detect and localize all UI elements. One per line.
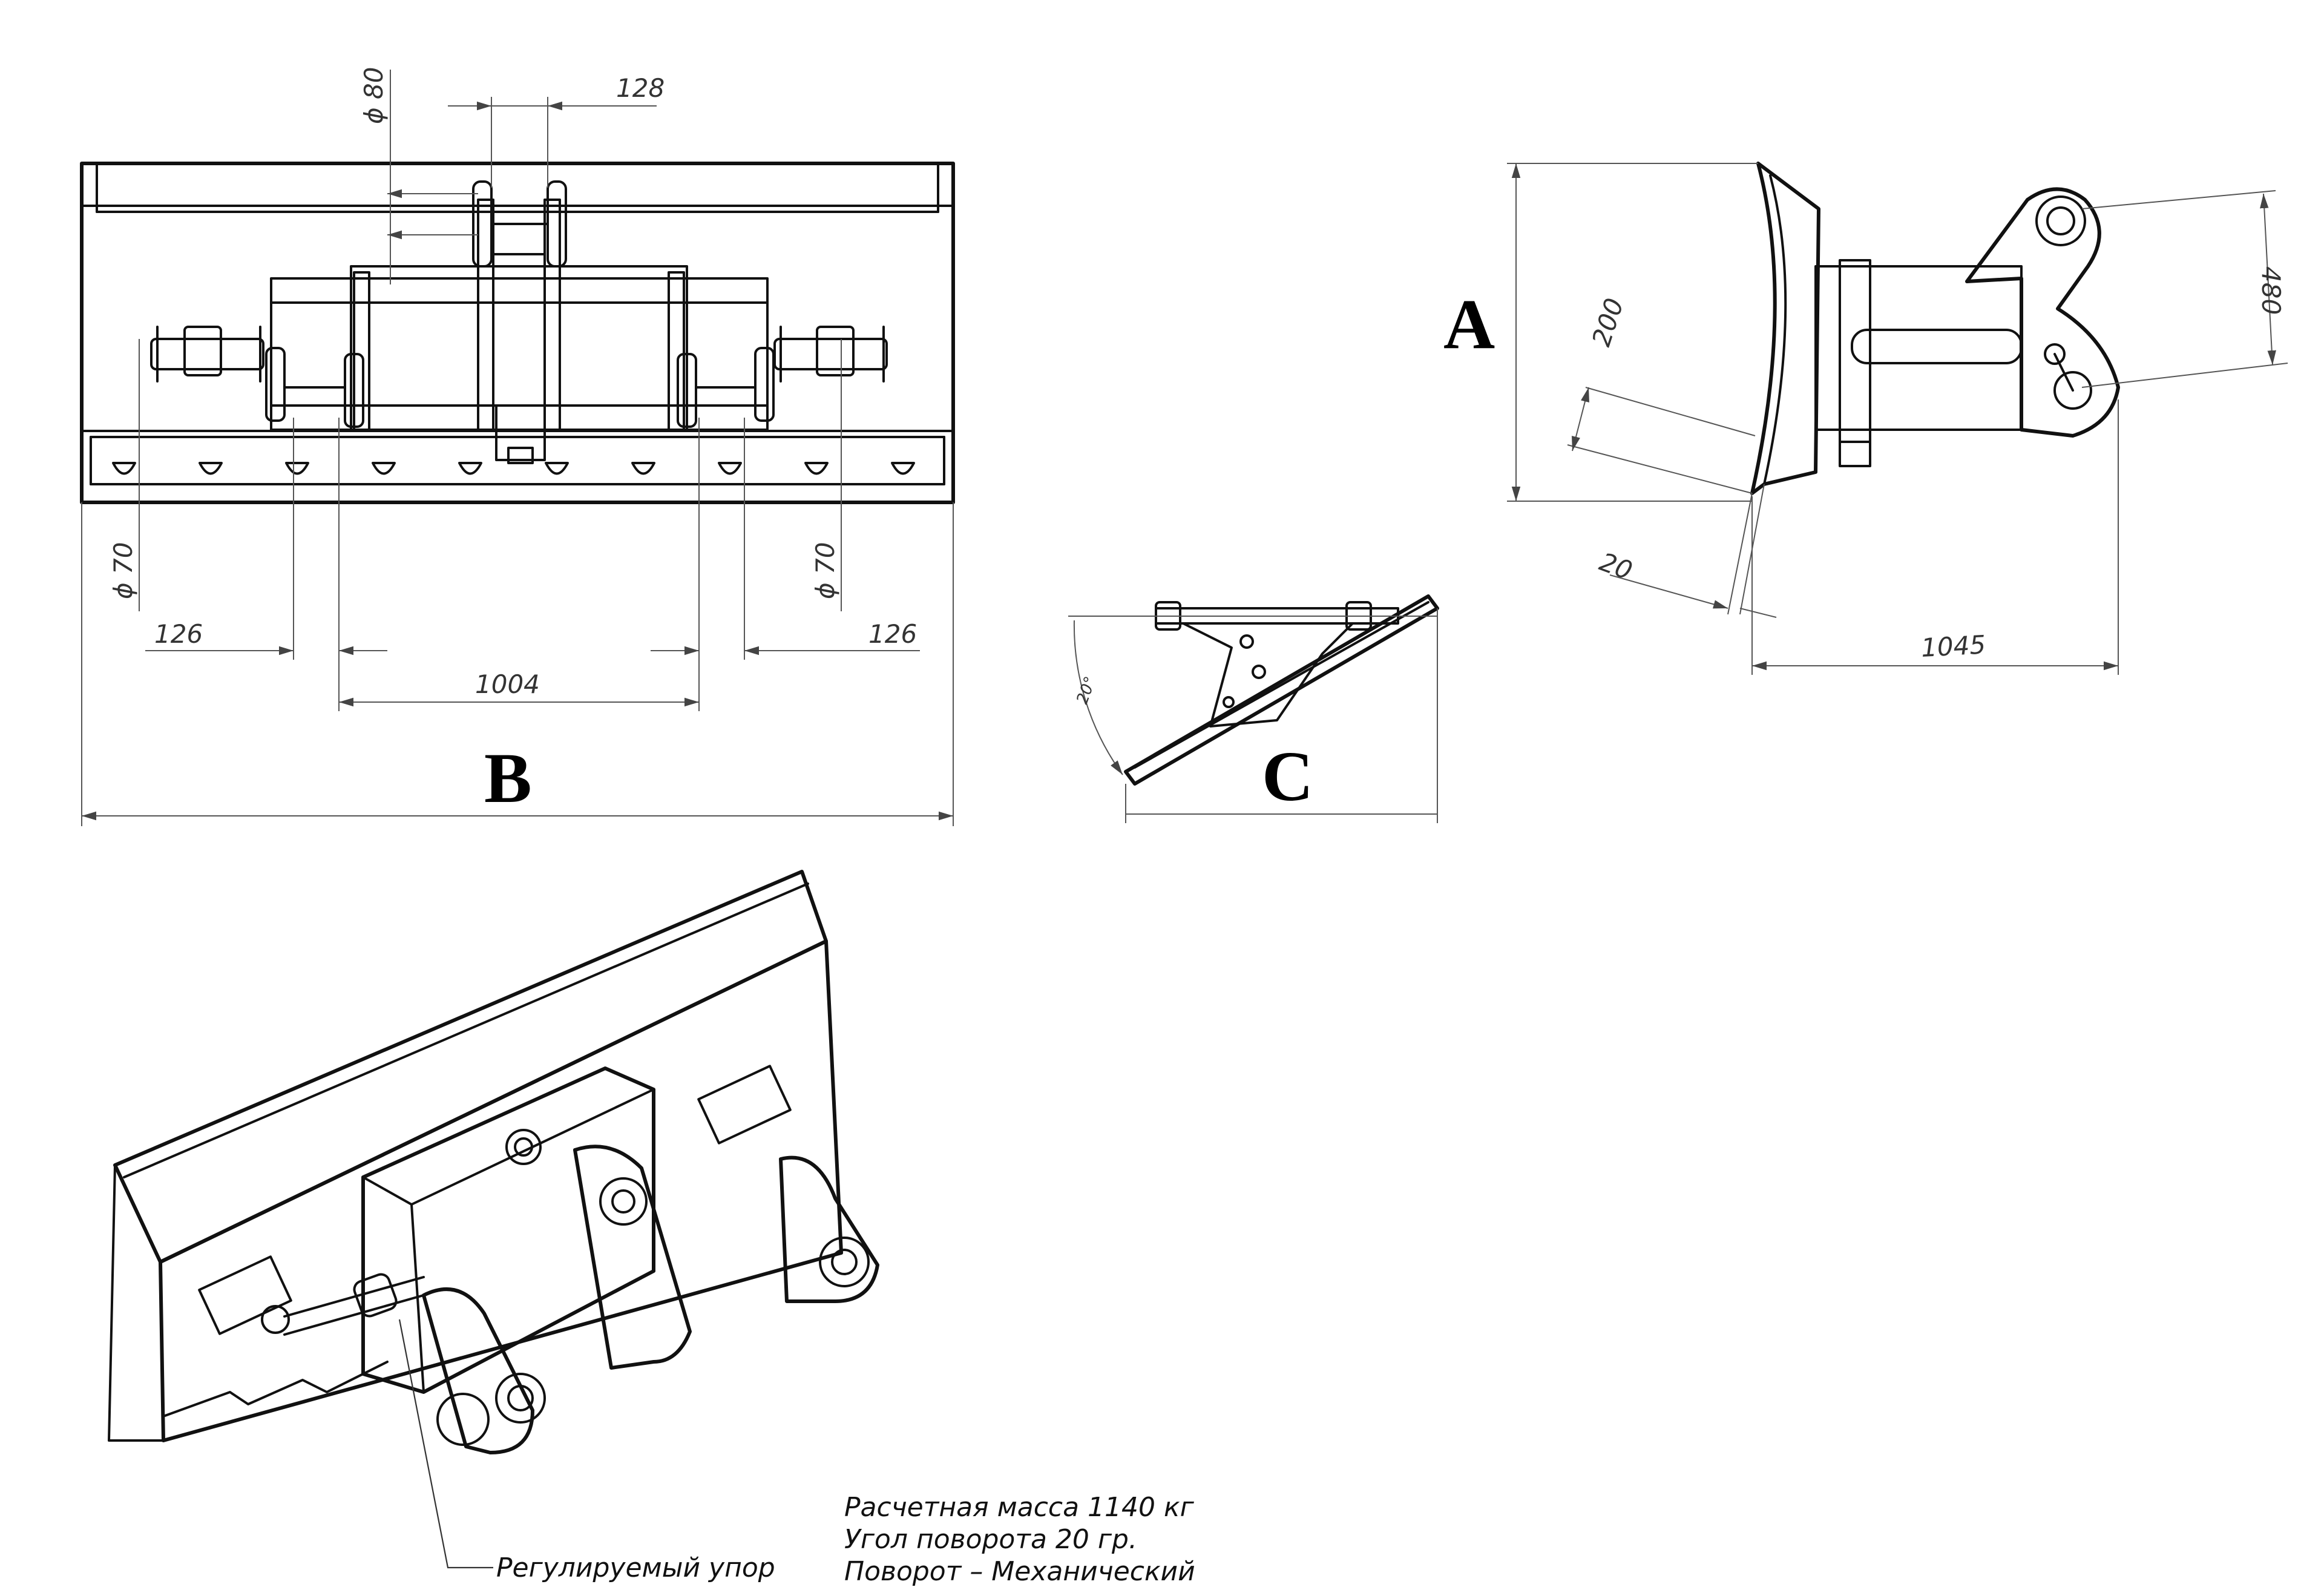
- top-view: 20° C: [1068, 594, 1439, 823]
- edge-bolt-icon: [545, 462, 569, 475]
- adjustable-stop-callout: Регулируемый упор: [496, 1552, 775, 1583]
- edge-bolt-icon: [285, 462, 309, 475]
- edge-bolt-icon: [718, 462, 742, 475]
- edge-bolt-icon: [804, 462, 829, 475]
- side-view: 200 20 480 1045 A: [1443, 162, 2288, 675]
- depth-label: 1045: [1920, 629, 1986, 663]
- mount-height-label: 480: [2256, 266, 2286, 315]
- edge-thickness-label: 20: [1596, 547, 1636, 585]
- edge-bolt-icon: [891, 462, 915, 475]
- pivot-diameter-left-label: ϕ 70: [108, 542, 138, 600]
- edge-bolt-icon: [199, 462, 223, 475]
- spec-rotation-type: Поворот – Механический: [844, 1556, 1195, 1587]
- edge-bolt-icon: [112, 462, 136, 475]
- front-view: ϕ 80 128 ϕ 70 ϕ 70 126 126 1004 B: [80, 67, 955, 826]
- spec-notes: Расчетная масса 1140 кг Угол поворота 20…: [844, 1492, 1195, 1587]
- edge-bolt-icon: [458, 462, 482, 475]
- view-label-c: C: [1262, 737, 1313, 816]
- edge-bolt-icon: [372, 462, 396, 475]
- isometric-view: Регулируемый упор: [108, 870, 879, 1583]
- spec-mass: Расчетная масса 1140 кг: [844, 1492, 1195, 1523]
- offset-left-label: 126: [154, 619, 203, 649]
- edge-bolt-icon: [631, 462, 655, 475]
- edge-bolts: [112, 462, 915, 475]
- pin-diameter-label: ϕ 80: [359, 67, 389, 125]
- spec-rotation-angle: Угол поворота 20 гр.: [844, 1524, 1137, 1555]
- pin-spacing-label: 128: [616, 73, 665, 103]
- pivot-diameter-right-label: ϕ 70: [810, 542, 840, 600]
- view-label-b: B: [484, 738, 532, 818]
- offset-right-label: 126: [868, 619, 917, 649]
- frame-width-label: 1004: [475, 669, 540, 699]
- rotation-angle-label: 20°: [1073, 674, 1100, 707]
- blade-height-label: 200: [1586, 295, 1629, 350]
- view-label-a: A: [1443, 284, 1495, 364]
